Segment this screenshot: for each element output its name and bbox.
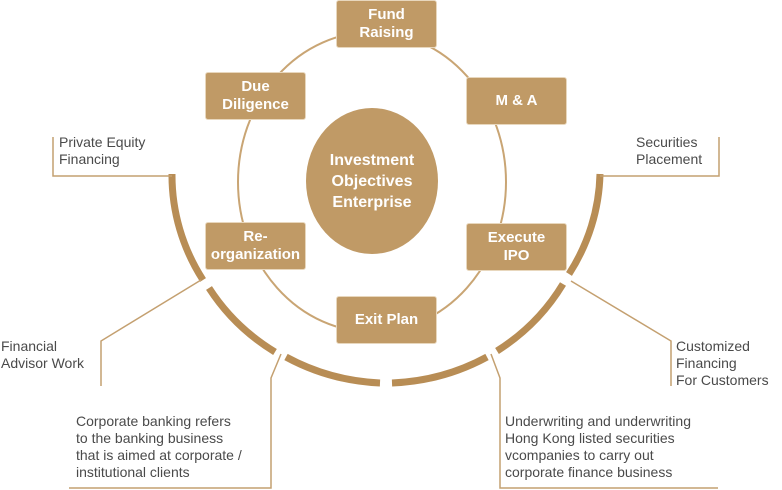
connector-securities — [600, 137, 720, 177]
box-fund-raising: Fund Raising — [336, 0, 437, 48]
box-ma: M & A — [466, 77, 567, 125]
connector-corporate-banking — [69, 353, 282, 489]
outer-arc-lower-left — [206, 286, 277, 355]
connector-customized — [570, 280, 672, 386]
label-corporate-banking: Corporate banking refers to the banking … — [76, 413, 242, 480]
box-due-diligence: Due Diligence — [205, 72, 306, 120]
connector-financial-advisor — [100, 279, 202, 386]
label-underwriting: Underwriting and underwriting Hong Kong … — [505, 413, 691, 480]
outer-arc-lower-right — [495, 282, 566, 354]
box-reorganization: Re- organization — [205, 222, 306, 270]
label-securities-placement: Securities Placement — [636, 134, 703, 167]
connector-private-equity — [52, 137, 172, 177]
label-private-equity: Private Equity Financing — [59, 134, 146, 167]
label-customized-financing: Customized Financing For Customers — [676, 338, 769, 388]
box-exit-plan: Exit Plan — [336, 296, 437, 344]
outer-arc-left — [168, 173, 206, 282]
label-financial-advisor: Financial Advisor Work — [1, 338, 84, 371]
connector-underwriting — [490, 353, 718, 489]
outer-ring — [168, 173, 604, 387]
box-execute-ipo: Execute IPO — [466, 223, 567, 271]
outer-arc-bottom-right — [391, 353, 489, 387]
connectors — [52, 137, 720, 489]
outer-arc-right — [566, 173, 604, 276]
center-circle: Investment Objectives Enterprise — [306, 108, 438, 254]
outer-arc-bottom-left — [284, 353, 381, 387]
